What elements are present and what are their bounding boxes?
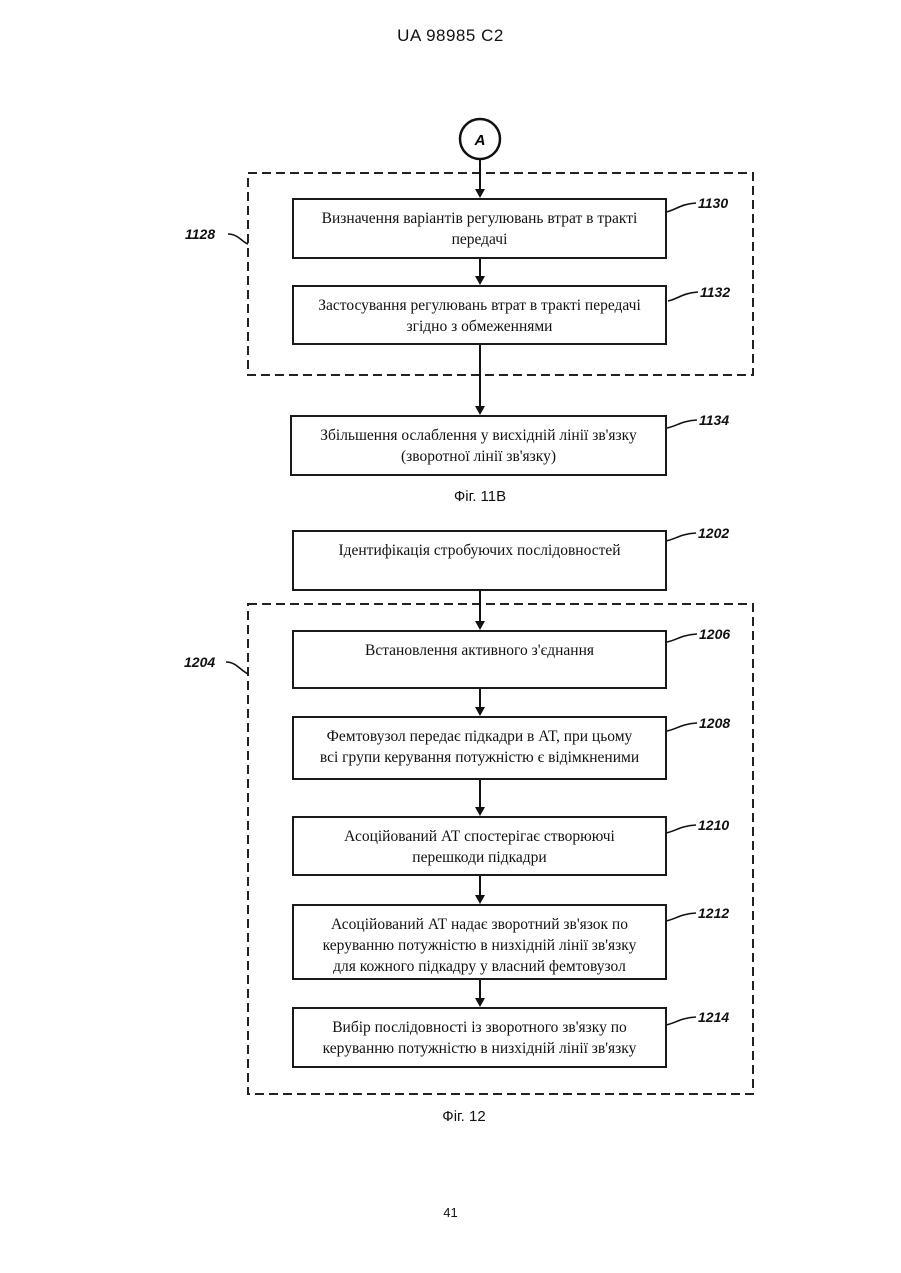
step-box-1214: Вибір послідовності із зворотного зв'язк… xyxy=(292,1007,667,1068)
leader-1128 xyxy=(228,234,248,244)
step-text: Ідентифікація стробуючих послідовностей xyxy=(338,540,620,561)
figure-caption-11b: Фіг. 11В xyxy=(380,488,580,505)
leader-1214 xyxy=(666,1017,696,1025)
step-text: згідно з обмеженнями xyxy=(318,316,641,337)
step-text: Асоційований АТ спостерігає створюючі xyxy=(344,826,615,847)
ref-1206: 1206 xyxy=(699,626,730,642)
ref-1128: 1128 xyxy=(185,226,215,242)
page-number: 41 xyxy=(0,1205,901,1220)
leader-1134 xyxy=(667,420,697,428)
ref-1210: 1210 xyxy=(698,817,729,833)
step-box-1130: Визначення варіантів регулювань втрат в … xyxy=(292,198,667,259)
ref-1132: 1132 xyxy=(700,284,730,300)
step-text: керуванню потужністю в низхідній лінії з… xyxy=(323,1038,637,1059)
step-box-1206: Встановлення активного з'єднання xyxy=(292,630,667,689)
step-text: Застосування регулювань втрат в тракті п… xyxy=(318,295,641,316)
step-box-1212: Асоційований АТ надає зворотний зв'язок … xyxy=(292,904,667,980)
step-text: перешкоди підкадри xyxy=(344,847,615,868)
arrowhead xyxy=(475,707,485,716)
leader-1132 xyxy=(668,292,698,301)
ref-1134: 1134 xyxy=(699,412,729,428)
step-text: Збільшення ослаблення у висхідній лінії … xyxy=(320,425,637,446)
ref-1214: 1214 xyxy=(698,1009,729,1025)
arrowhead xyxy=(475,621,485,630)
step-text: всі групи керування потужністю є відімкн… xyxy=(320,747,639,768)
step-box-1134: Збільшення ослаблення у висхідній лінії … xyxy=(290,415,667,476)
step-box-1132: Застосування регулювань втрат в тракті п… xyxy=(292,285,667,345)
step-text: (зворотної лінії зв'язку) xyxy=(320,446,637,467)
arrowhead xyxy=(475,276,485,285)
step-box-1210: Асоційований АТ спостерігає створюючі пе… xyxy=(292,816,667,876)
connector-label: A xyxy=(474,132,486,149)
arrowhead xyxy=(475,807,485,816)
step-text: Асоційований АТ надає зворотний зв'язок … xyxy=(323,914,637,935)
arrowhead xyxy=(475,406,485,415)
leader-1212 xyxy=(666,913,696,921)
ref-1202: 1202 xyxy=(698,525,729,541)
step-text: Встановлення активного з'єднання xyxy=(365,640,594,661)
step-text: Фемтовузол передає підкадри в АТ, при ць… xyxy=(320,726,639,747)
leader-1130 xyxy=(666,203,696,212)
step-text: для кожного підкадру у власний фемтовузо… xyxy=(323,956,637,977)
arrowhead xyxy=(475,189,485,198)
leader-1204 xyxy=(226,662,248,674)
figure-caption-12: Фіг. 12 xyxy=(364,1108,564,1125)
ref-1204: 1204 xyxy=(184,654,215,670)
step-box-1202: Ідентифікація стробуючих послідовностей xyxy=(292,530,667,591)
step-box-1208: Фемтовузол передає підкадри в АТ, при ць… xyxy=(292,716,667,780)
leader-1208 xyxy=(667,723,697,731)
leader-1206 xyxy=(667,634,697,642)
step-text: Вибір послідовності із зворотного зв'язк… xyxy=(323,1017,637,1038)
step-text: передачі xyxy=(322,229,638,250)
arrowhead xyxy=(475,895,485,904)
ref-1208: 1208 xyxy=(699,715,730,731)
leader-1202 xyxy=(666,533,696,541)
arrowhead xyxy=(475,998,485,1007)
ref-1130: 1130 xyxy=(698,195,728,211)
leader-1210 xyxy=(666,825,696,833)
step-text: Визначення варіантів регулювань втрат в … xyxy=(322,208,638,229)
step-text: керуванню потужністю в низхідній лінії з… xyxy=(323,935,637,956)
ref-1212: 1212 xyxy=(698,905,729,921)
